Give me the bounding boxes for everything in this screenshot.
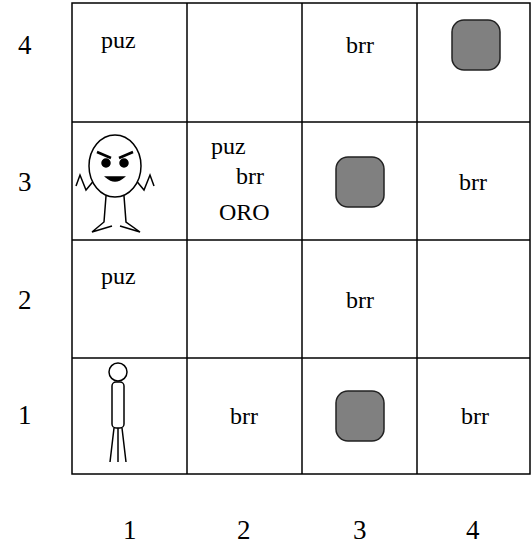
cell-percept: puz: [101, 264, 136, 288]
grid-lines: [72, 3, 530, 474]
agent-figure: [109, 363, 127, 462]
cell-percept: puz: [101, 28, 136, 52]
wumpus-figure: [76, 135, 154, 232]
cell-percept: brr: [461, 404, 489, 428]
row-number: 2: [18, 287, 32, 314]
column-number: 1: [123, 517, 137, 544]
cell-gold: ORO: [219, 200, 270, 224]
pit-symbols: [336, 20, 500, 441]
cell-percept: brr: [459, 170, 487, 194]
row-number: 3: [18, 169, 32, 196]
cell-percept: brr: [346, 33, 374, 57]
column-number: 4: [466, 517, 480, 544]
cell-percept: brr: [236, 164, 264, 188]
row-number: 4: [18, 32, 32, 59]
column-number: 3: [353, 517, 367, 544]
cell-percept: brr: [230, 404, 258, 428]
column-number: 2: [237, 517, 251, 544]
row-number: 1: [18, 402, 32, 429]
cell-percept: puz: [211, 134, 246, 158]
cell-percept: brr: [346, 288, 374, 312]
